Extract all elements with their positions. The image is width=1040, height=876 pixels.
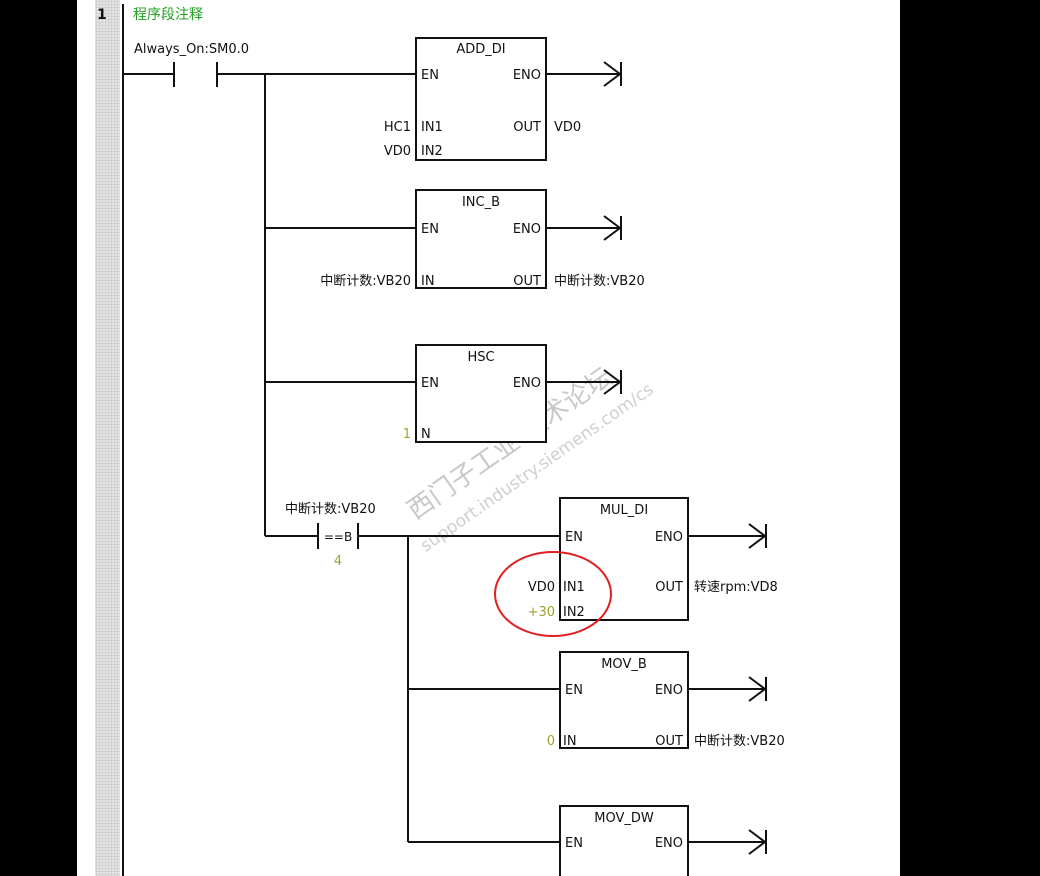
coil-end-arrow-icon xyxy=(748,523,767,549)
no-contact[interactable] xyxy=(123,62,416,87)
svg-text:OUT: OUT xyxy=(655,734,683,749)
coil-end-arrow-icon xyxy=(748,676,767,702)
highlight-circle xyxy=(494,551,612,637)
svg-text:MUL_DI: MUL_DI xyxy=(600,503,648,518)
operand[interactable]: +30 xyxy=(528,605,555,620)
svg-text:OUT: OUT xyxy=(513,120,541,135)
svg-text:EN: EN xyxy=(421,68,439,83)
coil-end-arrow-icon xyxy=(603,369,622,395)
operand[interactable]: VD0 xyxy=(554,120,581,135)
network-number: 1 xyxy=(97,7,107,23)
operand[interactable]: 0 xyxy=(547,734,555,749)
svg-text:N: N xyxy=(421,427,431,442)
svg-text:MOV_B: MOV_B xyxy=(601,657,647,672)
svg-text:ADD_DI: ADD_DI xyxy=(456,42,505,57)
svg-text:ENO: ENO xyxy=(655,683,683,698)
operand[interactable]: 中断计数:VB20 xyxy=(554,274,645,289)
network-comment[interactable]: 程序段注释 xyxy=(133,7,203,23)
svg-text:INC_B: INC_B xyxy=(462,195,500,210)
svg-text:ENO: ENO xyxy=(655,836,683,851)
svg-text:ENO: ENO xyxy=(513,68,541,83)
operand[interactable]: 中断计数:VB20 xyxy=(320,274,411,289)
svg-text:IN: IN xyxy=(563,734,577,749)
block-add-di[interactable]: ADD_DI EN ENO IN1 IN2 OUT xyxy=(415,37,547,161)
svg-text:ENO: ENO xyxy=(513,376,541,391)
svg-text:IN: IN xyxy=(421,274,435,289)
network-gutter xyxy=(95,0,120,876)
compare-label: 中断计数:VB20 xyxy=(285,502,376,517)
coil-end-arrow-icon xyxy=(748,829,767,855)
operand[interactable]: 转速rpm:VD8 xyxy=(694,580,778,595)
svg-text:==B: ==B xyxy=(324,530,352,544)
svg-text:EN: EN xyxy=(565,530,583,545)
svg-text:EN: EN xyxy=(565,683,583,698)
operand[interactable]: 中断计数:VB20 xyxy=(694,734,785,749)
contact-label: Always_On:SM0.0 xyxy=(134,42,249,57)
svg-text:IN1: IN1 xyxy=(421,120,443,135)
operand[interactable]: VD0 xyxy=(528,580,555,595)
operand[interactable]: VD0 xyxy=(384,144,411,159)
svg-text:ENO: ENO xyxy=(655,530,683,545)
coil-end-arrow-icon xyxy=(603,61,622,87)
svg-text:EN: EN xyxy=(421,376,439,391)
block-mov-b[interactable]: MOV_B EN ENO IN OUT xyxy=(559,651,689,749)
compare-contact[interactable]: ==B xyxy=(265,523,359,549)
svg-text:IN1: IN1 xyxy=(563,580,585,595)
svg-text:MOV_DW: MOV_DW xyxy=(594,811,654,826)
compare-value[interactable]: 4 xyxy=(334,554,342,569)
svg-text:HSC: HSC xyxy=(467,350,494,365)
svg-text:EN: EN xyxy=(565,836,583,851)
svg-text:ENO: ENO xyxy=(513,222,541,237)
svg-text:EN: EN xyxy=(421,222,439,237)
svg-text:IN2: IN2 xyxy=(421,144,443,159)
operand[interactable]: 1 xyxy=(403,427,411,442)
svg-text:OUT: OUT xyxy=(655,580,683,595)
coil-end-arrow-icon xyxy=(603,215,622,241)
block-mov-dw[interactable]: MOV_DW EN ENO xyxy=(559,805,689,876)
block-hsc[interactable]: HSC EN ENO N xyxy=(415,344,547,443)
operand[interactable]: HC1 xyxy=(384,120,411,135)
block-inc-b[interactable]: INC_B EN ENO IN OUT xyxy=(415,189,547,289)
block-mul-di[interactable]: MUL_DI EN ENO IN1 IN2 OUT xyxy=(559,497,689,621)
svg-text:IN2: IN2 xyxy=(563,605,585,620)
svg-text:OUT: OUT xyxy=(513,274,541,289)
